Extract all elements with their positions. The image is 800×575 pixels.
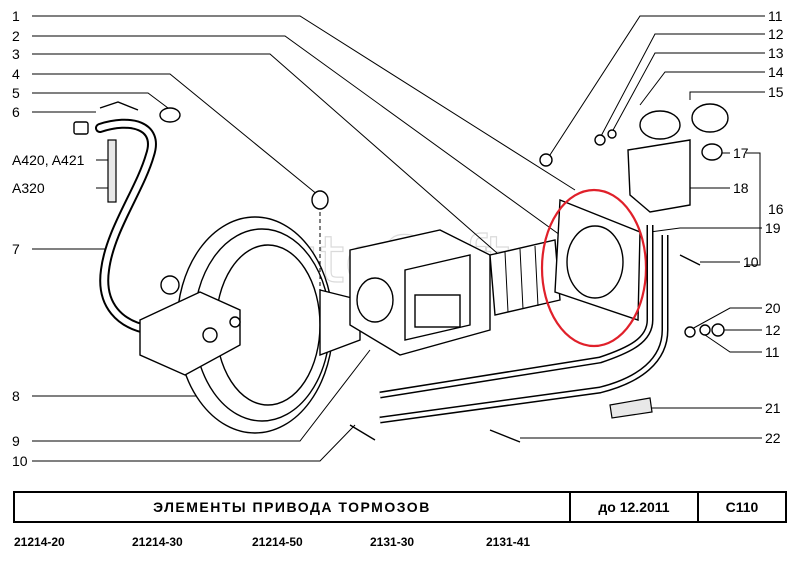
nut [711, 323, 725, 337]
callout-4: 4 [12, 66, 20, 82]
callout-11-lower: 11 [765, 344, 780, 360]
highlight-circle [540, 188, 648, 348]
pedal-bracket [349, 229, 491, 356]
callout-14: 14 [768, 64, 784, 80]
callout-6: 6 [12, 104, 20, 120]
cable-tie [349, 424, 376, 441]
callout-20: 20 [765, 300, 781, 316]
callout-10: 10 [12, 453, 28, 469]
washer [684, 326, 696, 338]
callout-3: 3 [12, 46, 20, 62]
model-item: 21214-30 [132, 535, 183, 549]
callout-16: 16 [768, 201, 784, 217]
cable-tie [489, 429, 521, 443]
washer [594, 134, 606, 146]
diagram-date: до 12.2011 [569, 493, 697, 521]
callout-1: 1 [12, 8, 20, 24]
callout-5: 5 [12, 85, 20, 101]
callout-21: 21 [765, 400, 781, 416]
hose-clamp [159, 107, 181, 123]
brake-drive-diagram: AutoSoft [12, 8, 784, 469]
callout-2: 2 [12, 28, 20, 44]
pipe-holder [609, 397, 653, 419]
model-item: 21214-50 [252, 535, 303, 549]
variant-label-a320: A320 [12, 180, 45, 196]
callout-12-lower: 12 [765, 322, 781, 338]
callout-17: 17 [733, 145, 749, 161]
nut [607, 129, 617, 139]
nut [699, 324, 711, 336]
bracket [107, 139, 117, 203]
callout-11: 11 [768, 8, 783, 24]
callout-8: 8 [12, 388, 20, 404]
callout-9: 9 [12, 433, 20, 449]
variant-label-a420: A420, A421 [12, 152, 85, 168]
diagram-code: С110 [697, 493, 785, 521]
callout-19: 19 [765, 220, 781, 236]
brake-pipes [379, 225, 669, 424]
fluid-reservoir [627, 103, 729, 213]
nut [539, 153, 553, 167]
title-block: ЭЛЕМЕНТЫ ПРИВОДА ТОРМОЗОВ до 12.2011 С11… [13, 491, 787, 523]
seal-plate [554, 198, 641, 321]
callout-18: 18 [733, 180, 749, 196]
model-item: 2131-41 [486, 535, 531, 549]
vacuum-hose [95, 118, 157, 335]
callout-12: 12 [768, 26, 784, 42]
left-callouts: 1 2 3 4 5 6 A420, A421 A320 7 8 9 10 [12, 8, 85, 469]
callout-13: 13 [768, 45, 784, 61]
callout-15: 15 [768, 84, 784, 100]
model-item: 21214-20 [14, 535, 65, 549]
clip [679, 254, 701, 266]
hose-fitting [73, 101, 139, 135]
model-list: 21214-20 21214-30 21214-50 2131-30 2131-… [0, 535, 800, 555]
model-item: 2131-30 [370, 535, 415, 549]
callout-22: 22 [765, 430, 781, 446]
grommet [311, 190, 329, 210]
right-callouts: 11 12 13 14 15 17 18 16 19 10 20 12 11 2… [733, 8, 784, 446]
diagram-title: ЭЛЕМЕНТЫ ПРИВОДА ТОРМОЗОВ [153, 499, 431, 515]
callout-7: 7 [12, 241, 20, 257]
callout-10-right: 10 [743, 254, 759, 270]
master-cylinder [139, 275, 241, 376]
